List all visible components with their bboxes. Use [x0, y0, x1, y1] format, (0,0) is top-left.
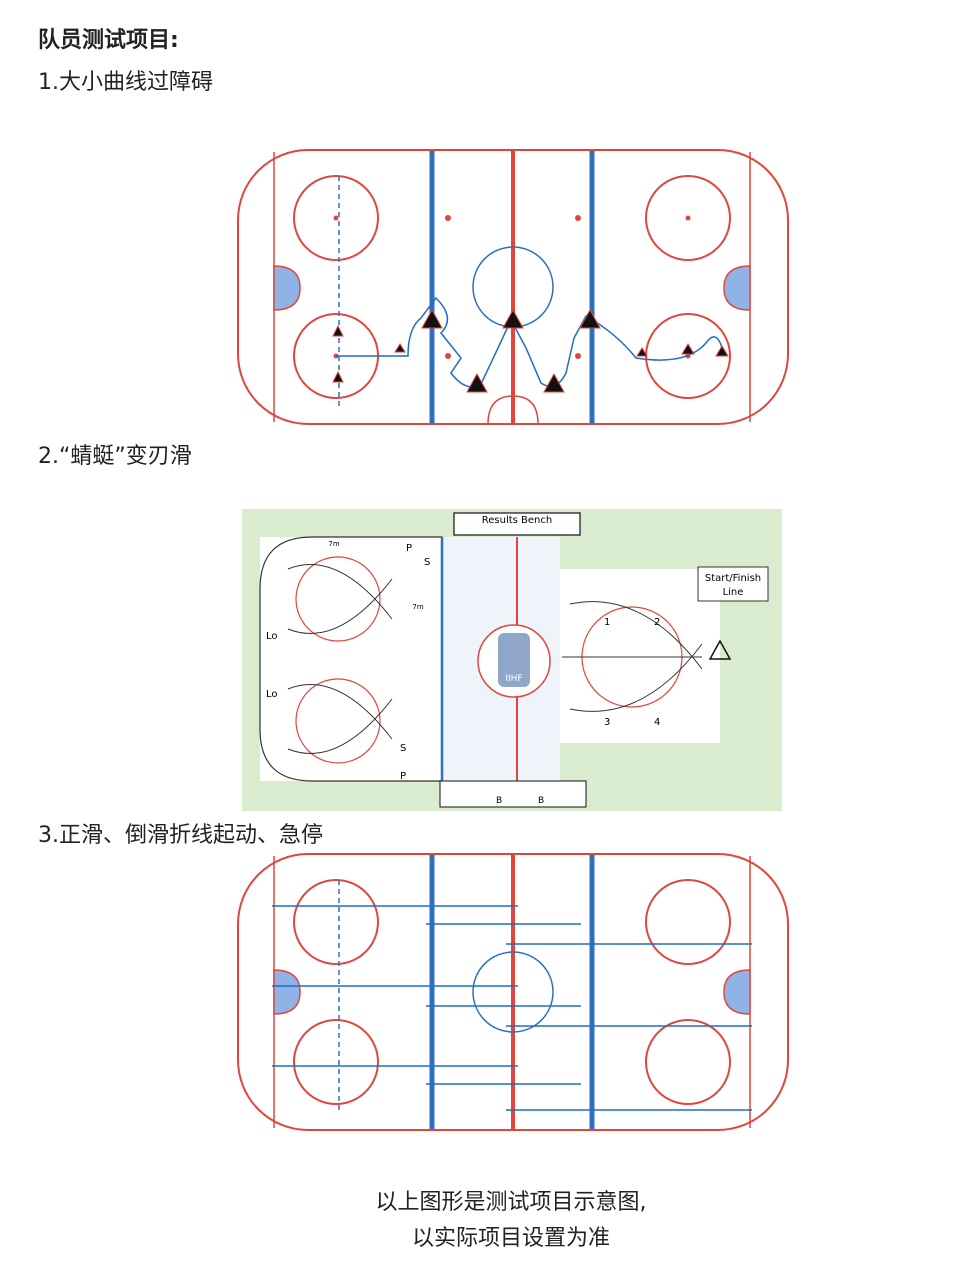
iihf-logo-icon [498, 633, 530, 687]
label-s: S [400, 743, 406, 754]
rink-diagram-1 [237, 149, 789, 425]
label-p: P [400, 771, 406, 782]
dimension-label: 7m [328, 540, 339, 548]
label-s: S [424, 557, 430, 568]
section-1-title: 1.大小曲线过障碍 [38, 70, 213, 95]
rink-diagram-3 [237, 853, 789, 1131]
start-finish-label-line2: Line [723, 587, 744, 598]
label-lo: Lo [266, 631, 278, 642]
station-number: 4 [654, 717, 660, 728]
box-label: B [538, 796, 544, 806]
logo-text: IIHF [505, 674, 522, 684]
rink-diagram-2: IIHF Results Bench Start/Finish Line 7m … [242, 509, 782, 811]
goal-crease [273, 265, 301, 311]
page-heading: 队员测试项目: [38, 28, 179, 53]
label-lo: Lo [266, 689, 278, 700]
drill-path [336, 296, 725, 388]
section-2-title: 2.“蜻蜓”变刃滑 [38, 444, 192, 469]
box-label: B [496, 796, 502, 806]
station-number: 2 [654, 617, 660, 628]
goal-crease [723, 265, 751, 311]
station-number: 3 [604, 717, 610, 728]
caption-line-1: 以上图形是测试项目示意图, [375, 1190, 647, 1215]
bench-label: Results Bench [482, 515, 552, 526]
station-number: 1 [604, 617, 610, 628]
label-p: P [406, 543, 412, 554]
section-3-title: 3.正滑、倒滑折线起动、急停 [38, 823, 323, 848]
faceoff-circle [293, 175, 379, 261]
start-finish-label: Start/Finish [705, 573, 761, 584]
rink-boards [237, 149, 789, 425]
caption-line-2: 以实际项目设置为准 [411, 1226, 610, 1251]
faceoff-circle [645, 175, 731, 261]
dimension-label: 7m [412, 603, 423, 611]
